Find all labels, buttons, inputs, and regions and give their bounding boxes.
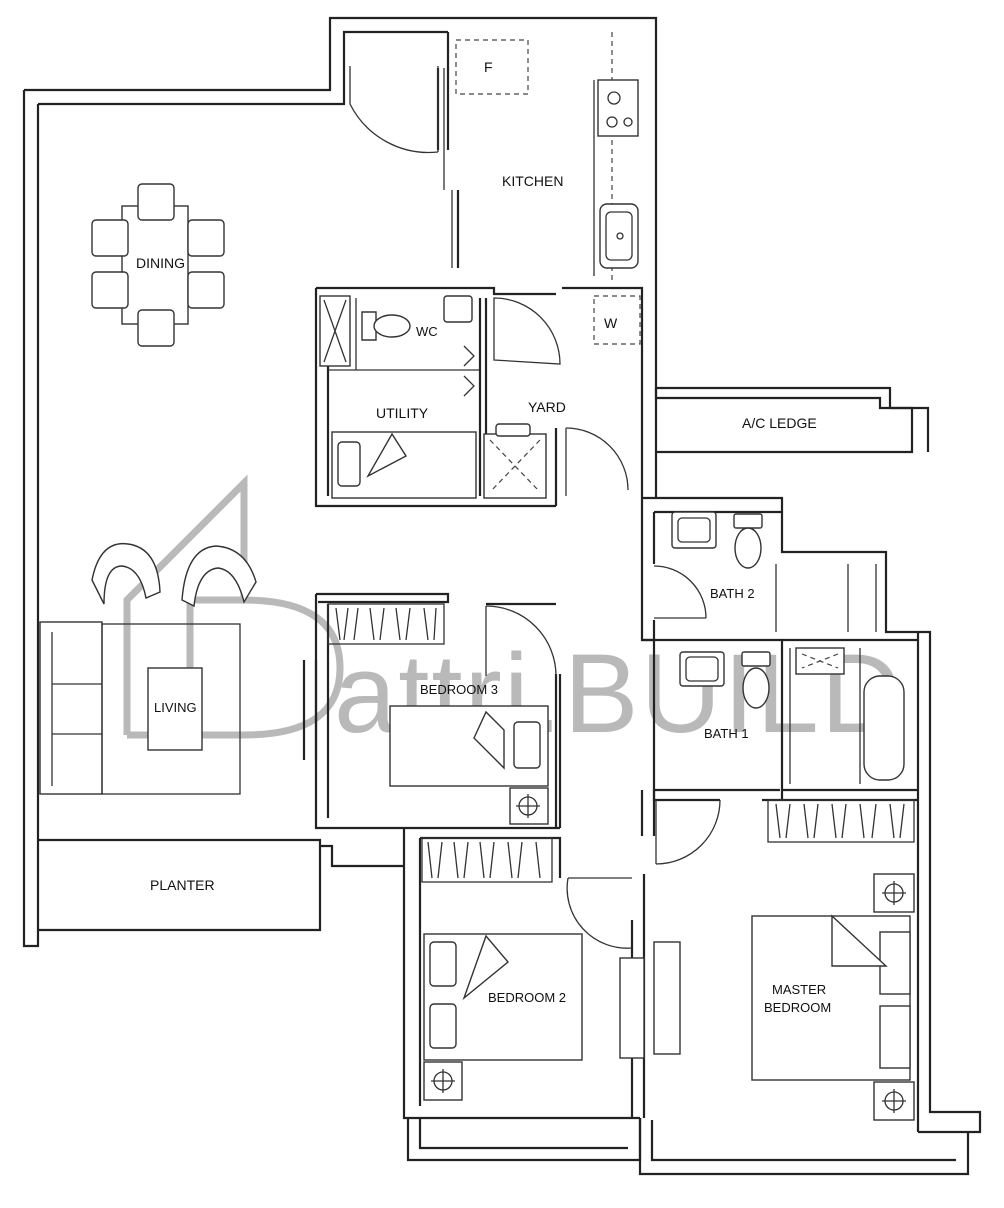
planter-label: PLANTER xyxy=(150,877,215,893)
dining-chair xyxy=(137,309,175,347)
yard-door-2 xyxy=(565,427,629,491)
dining-chair xyxy=(91,219,129,257)
bedroom3-door xyxy=(485,605,557,677)
bath2-toilet xyxy=(734,527,762,569)
wc-toilet xyxy=(373,314,411,338)
bed-sheet-fold xyxy=(831,914,888,967)
wardrobe xyxy=(421,837,553,883)
dining-label: DINING xyxy=(136,255,185,271)
sofa xyxy=(39,621,103,795)
pillow xyxy=(513,721,541,769)
fridge-space xyxy=(455,39,529,95)
master-bedroom-label-line2: BEDROOM xyxy=(764,1000,831,1015)
wc-basin xyxy=(443,295,473,323)
pillow xyxy=(429,941,457,987)
wardrobe xyxy=(327,603,445,645)
bath2-cistern xyxy=(733,513,763,529)
doors xyxy=(349,66,721,949)
pillow xyxy=(429,1003,457,1049)
master-door xyxy=(655,799,721,865)
dining-set xyxy=(91,183,225,347)
bath1-basin xyxy=(679,651,725,687)
wc-folding-door xyxy=(463,345,475,397)
armchair xyxy=(181,545,257,608)
bedroom2-label: BEDROOM 2 xyxy=(488,990,566,1005)
kitchen-sink xyxy=(599,203,639,269)
armchair xyxy=(91,542,161,605)
fridge-label: F xyxy=(484,59,493,75)
bedroom2-furniture xyxy=(421,837,645,1101)
living-furniture xyxy=(39,542,257,795)
dining-chair xyxy=(137,183,175,221)
master-window xyxy=(653,941,681,1055)
wc-cistern xyxy=(361,311,377,341)
wc-label: WC xyxy=(416,324,438,339)
interior-walls xyxy=(302,32,918,1120)
living-label: LIVING xyxy=(154,700,197,715)
pillow xyxy=(879,931,911,995)
bath2-basin xyxy=(671,511,717,549)
bath2-fixtures xyxy=(671,511,763,569)
wc-fixtures xyxy=(319,295,473,367)
yard-label: YARD xyxy=(528,399,566,415)
bedroom2-door xyxy=(566,877,633,949)
bed-sheet-fold xyxy=(473,710,505,770)
coffee-table xyxy=(147,667,203,751)
dining-chair xyxy=(187,219,225,257)
ac-ledge-label: A/C LEDGE xyxy=(742,415,817,431)
washer-label: W xyxy=(604,315,618,331)
bathtub xyxy=(863,675,905,781)
pillow xyxy=(337,441,361,487)
utility-fixtures xyxy=(331,423,547,499)
bed-sheet-fold xyxy=(462,934,509,1001)
dining-chair xyxy=(187,271,225,309)
bedroom3-label: BEDROOM 3 xyxy=(420,682,498,697)
master-bedroom-label-line1: MASTER xyxy=(772,982,826,997)
dining-table xyxy=(121,205,189,325)
utility-label: UTILITY xyxy=(376,405,429,421)
washer-space xyxy=(593,295,641,345)
main-door xyxy=(349,66,439,154)
yard-door xyxy=(493,297,561,365)
pillow xyxy=(879,1005,911,1069)
stove xyxy=(597,79,639,137)
bath2-door xyxy=(653,565,707,619)
kitchen-fixtures xyxy=(455,32,641,345)
master-bedroom-furniture xyxy=(653,799,915,1121)
bath2-label: BATH 2 xyxy=(710,586,755,601)
bath1-fixtures xyxy=(679,647,905,781)
bath1-label: BATH 1 xyxy=(704,726,749,741)
bath1-toilet xyxy=(742,667,770,709)
living-rug xyxy=(101,623,241,795)
dining-chair xyxy=(91,271,129,309)
bed-sheet-fold xyxy=(366,432,407,478)
kitchen-label: KITCHEN xyxy=(502,173,563,189)
bedroom3-furniture xyxy=(327,603,549,825)
bedroom2-window xyxy=(619,957,645,1059)
bath1-cistern xyxy=(741,651,771,667)
wardrobe xyxy=(767,799,915,843)
